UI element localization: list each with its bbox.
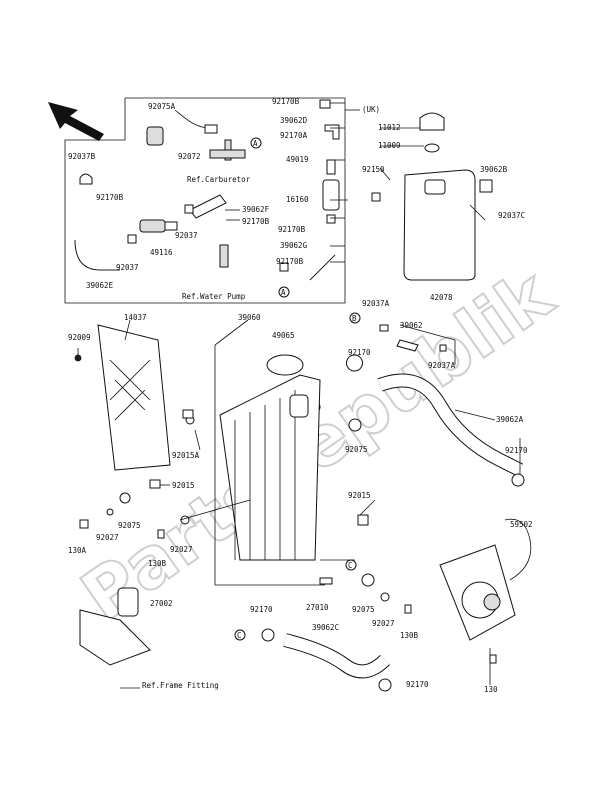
part-label: 92170B — [278, 225, 306, 234]
part-label: 39062C — [312, 623, 339, 632]
part-label: 92027 — [372, 619, 395, 628]
reservoir-tank — [403, 112, 493, 281]
part-label: 16160 — [286, 195, 309, 204]
part-label: 130B — [148, 559, 167, 568]
part-label: 92170A — [280, 131, 308, 140]
part-label: 130A — [68, 546, 87, 555]
part-label: 27002 — [150, 599, 173, 608]
part-label: 92027 — [96, 533, 119, 542]
svg-text:A: A — [253, 139, 258, 148]
hardware — [74, 192, 525, 692]
radiator — [219, 354, 321, 561]
part-label: 92015 — [172, 481, 195, 490]
part-label: 39062G — [280, 241, 308, 250]
uk-label: (UK) — [362, 105, 380, 114]
part-label: 92170 — [505, 446, 528, 455]
part-label: 39060 — [238, 313, 261, 322]
switch-bracket — [79, 587, 151, 666]
part-label: 130B — [400, 631, 419, 640]
part-label: 39062F — [242, 205, 270, 214]
callout-a-icon: A — [250, 137, 262, 149]
svg-text:C: C — [348, 561, 353, 570]
part-label: 92075A — [148, 102, 176, 111]
ref-frame-fitting: Ref.Frame Fitting — [142, 681, 219, 690]
part-labels: 92075A 92072 92037B 92170B 39062F 92170B… — [68, 97, 533, 694]
part-label: 92037 — [116, 263, 139, 272]
part-label: 39062 — [400, 321, 423, 330]
part-label: 92170 — [348, 348, 371, 357]
part-label: 92075 — [352, 605, 375, 614]
part-label: 92037A — [428, 361, 456, 370]
part-label: 59502 — [510, 520, 533, 529]
part-label: 39062D — [280, 116, 308, 125]
ref-water-pump: Ref.Water Pump — [182, 292, 246, 301]
part-label: 92037 — [175, 231, 198, 240]
svg-text:A: A — [281, 288, 286, 297]
part-label: 130 — [484, 685, 498, 694]
part-label: 39062A — [496, 415, 524, 424]
inset-frame — [64, 97, 346, 304]
part-label: 92170B — [272, 97, 300, 106]
part-label: 14037 — [124, 313, 147, 322]
part-label: 92015A — [172, 451, 200, 460]
part-label: 92170 — [406, 680, 429, 689]
inset-parts — [74, 99, 340, 281]
part-label: 92075 — [118, 521, 141, 530]
part-label: 42078 — [430, 293, 453, 302]
radiator-grille — [97, 324, 171, 471]
svg-text:C: C — [237, 631, 242, 640]
part-label: 92037B — [68, 152, 96, 161]
part-label: 92170 — [250, 605, 273, 614]
callout-c-icon: C — [345, 559, 357, 571]
callout-c-icon: C — [234, 629, 246, 641]
part-label: 92009 — [68, 333, 91, 342]
part-label: 92015 — [348, 491, 371, 500]
cooling-fan — [439, 518, 532, 641]
part-label: 49019 — [286, 155, 309, 164]
part-label: 92170B — [242, 217, 270, 226]
part-label: 11009 — [378, 141, 401, 150]
callout-b-icon: B — [349, 312, 361, 324]
callout-a-icon: A — [278, 286, 290, 298]
direction-arrow-icon — [48, 102, 104, 141]
part-label: 49116 — [150, 248, 173, 257]
part-label: 39062E — [86, 281, 114, 290]
part-label: 92037A — [362, 299, 390, 308]
part-label: 11012 — [378, 123, 401, 132]
part-label: 92150 — [362, 165, 385, 174]
svg-text:B: B — [352, 314, 357, 323]
part-label: 92027 — [170, 545, 193, 554]
part-label: 92072 — [178, 152, 201, 161]
leader-lines — [77, 102, 521, 689]
part-label: 27010 — [306, 603, 329, 612]
part-label: 92075 — [345, 445, 368, 454]
part-label: 92037C — [498, 211, 525, 220]
ref-carburetor: Ref.Carburetor — [187, 175, 251, 184]
part-label: 49065 — [272, 331, 295, 340]
part-label: 92170B — [276, 257, 304, 266]
part-label: 39062B — [480, 165, 508, 174]
part-label: 92170B — [96, 193, 124, 202]
